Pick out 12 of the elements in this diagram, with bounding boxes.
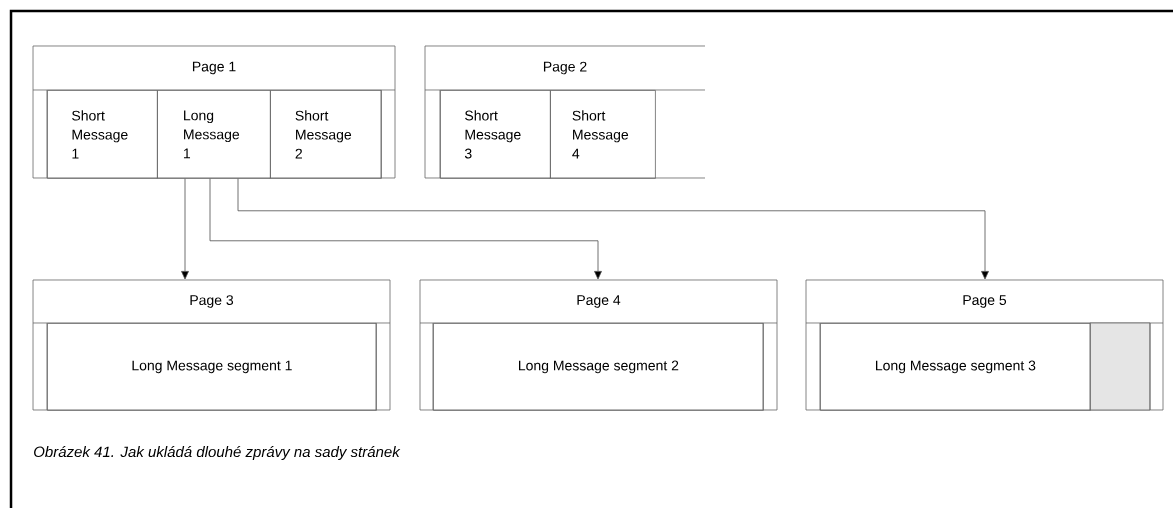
message-cell: Short Message 1 xyxy=(47,90,158,179)
arrow xyxy=(209,178,602,280)
message-cell: Short Message 4 xyxy=(550,90,656,179)
segment-cell: Long Message segment 1 xyxy=(47,323,377,411)
arrow xyxy=(237,178,989,280)
message-cell: Short Message 3 xyxy=(440,90,551,179)
message-cell: Short Message 2 xyxy=(270,90,382,179)
segment-cell: Long Message segment 3 xyxy=(820,323,1091,411)
message-cell: Long Message 1 xyxy=(157,90,271,179)
arrow xyxy=(181,178,189,280)
caption: Obrázek 41. Jak ukládá dlouhé zprávy na sady stránek xyxy=(34,445,401,461)
segment-cell: Long Message segment 2 xyxy=(433,323,764,411)
